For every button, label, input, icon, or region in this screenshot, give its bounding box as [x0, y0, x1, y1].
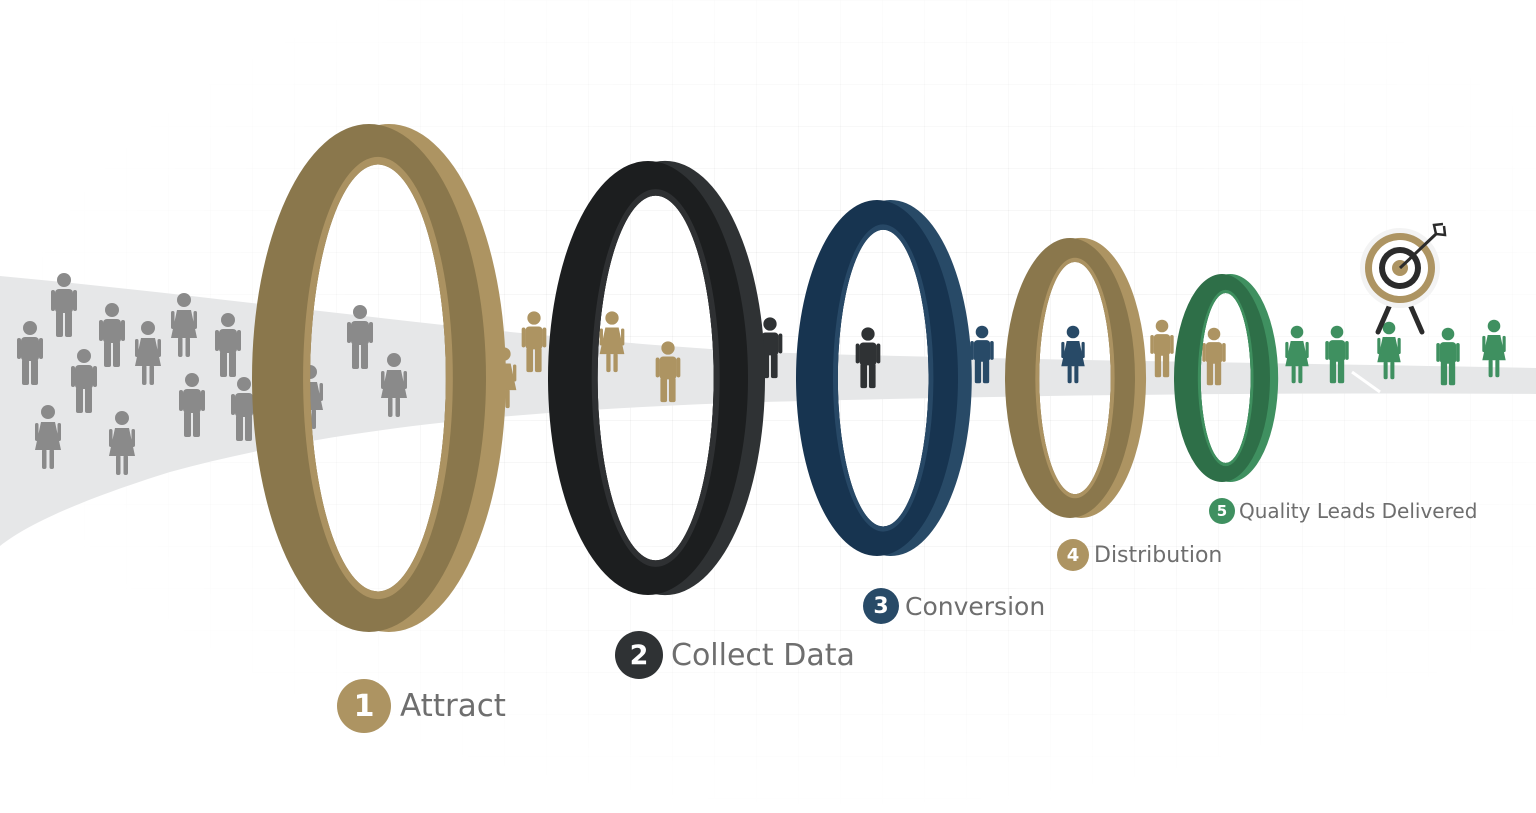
person-icon — [855, 327, 881, 389]
stage-label-text: Distribution — [1094, 542, 1223, 568]
stage-number-badge: 5 — [1209, 498, 1235, 524]
person-icon — [109, 411, 135, 475]
person-icon — [99, 303, 125, 367]
target-icon — [1360, 222, 1447, 335]
person-icon — [599, 311, 625, 373]
stage-number-badge: 1 — [337, 679, 391, 733]
person-icon — [347, 305, 373, 369]
person-icon — [1150, 319, 1174, 378]
person-icon — [17, 321, 43, 385]
person-icon — [521, 311, 547, 373]
ring-4 — [1005, 237, 1147, 519]
person-icon — [171, 293, 197, 357]
path-divider — [1351, 370, 1381, 394]
person-icon — [655, 341, 681, 403]
person-icon — [35, 405, 61, 469]
stage-number-badge: 3 — [863, 588, 899, 624]
stream-path — [0, 276, 1536, 546]
stage-number-badge: 4 — [1057, 539, 1089, 571]
ring-3 — [796, 200, 972, 556]
person-icon — [1285, 325, 1309, 384]
ring-1 — [252, 124, 506, 632]
stage-label-text: Attract — [400, 688, 506, 724]
person-icon — [1436, 327, 1460, 386]
person-icon — [215, 313, 241, 377]
person-icon — [179, 373, 205, 437]
arrow-icon — [1398, 222, 1447, 270]
person-icon — [1202, 327, 1226, 386]
person-icon — [1061, 325, 1085, 384]
stage-label-text: Conversion — [905, 591, 1046, 621]
person-icon — [71, 349, 97, 413]
stage-label-text: Collect Data — [671, 637, 855, 673]
person-icon — [757, 317, 783, 379]
rings-front — [252, 124, 1279, 632]
stage-label-text: Quality Leads Delivered — [1239, 499, 1478, 523]
person-icon — [135, 321, 161, 385]
person-icon — [381, 353, 407, 417]
ring-5 — [1174, 274, 1279, 482]
ring-2 — [548, 160, 766, 596]
stage-number-badge: 2 — [615, 631, 663, 679]
person-icon — [1482, 319, 1506, 378]
person-icon — [1325, 325, 1349, 384]
person-icon — [51, 273, 77, 337]
person-icon — [1377, 321, 1401, 380]
lead-path — [0, 276, 1536, 546]
person-icon — [970, 325, 994, 384]
